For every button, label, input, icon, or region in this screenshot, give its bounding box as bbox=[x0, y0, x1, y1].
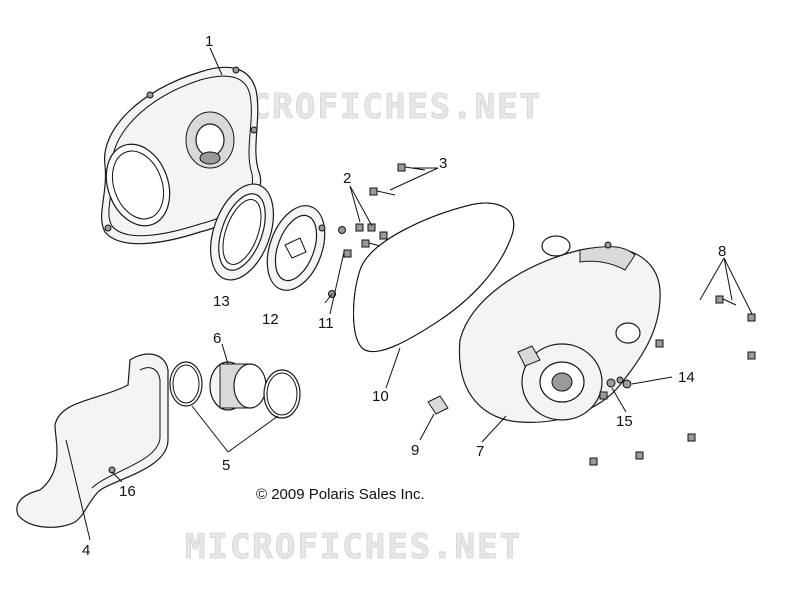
part-14-15-bolts bbox=[589, 378, 696, 466]
watermark-bottom: MICROFICHES.NET bbox=[185, 527, 522, 567]
part-1-inner-clutch-cover bbox=[101, 66, 262, 245]
part-2-3-bolts bbox=[343, 163, 426, 258]
part-8-bolts bbox=[655, 295, 756, 360]
part-9-decal bbox=[427, 395, 449, 415]
part-6-coupler bbox=[209, 361, 267, 411]
part-5-clamps bbox=[169, 361, 301, 419]
watermark-top: MICROFICHES.NET bbox=[205, 87, 542, 127]
callout-3: 3 bbox=[439, 155, 447, 172]
part-4-air-duct bbox=[16, 353, 169, 528]
callout-2: 2 bbox=[343, 170, 351, 187]
callout-15: 15 bbox=[616, 413, 633, 430]
callout-9: 9 bbox=[411, 442, 419, 459]
callout-5: 5 bbox=[222, 457, 230, 474]
callout-10: 10 bbox=[372, 388, 389, 405]
callout-12: 12 bbox=[262, 311, 279, 328]
callout-7: 7 bbox=[476, 443, 484, 460]
callout-13: 13 bbox=[213, 293, 230, 310]
callout-14: 14 bbox=[678, 369, 695, 386]
copyright-text: © 2009 Polaris Sales Inc. bbox=[256, 486, 425, 503]
part-10-drive-belt bbox=[353, 202, 515, 353]
callout-4: 4 bbox=[82, 542, 90, 559]
leader-lines bbox=[65, 47, 753, 541]
callout-1: 1 bbox=[205, 33, 213, 50]
callout-8: 8 bbox=[718, 243, 726, 260]
callout-16: 16 bbox=[119, 483, 136, 500]
part-12-plate bbox=[266, 205, 326, 291]
part-7-outer-clutch-cover bbox=[458, 235, 661, 423]
callout-11: 11 bbox=[318, 315, 334, 332]
callout-6: 6 bbox=[213, 330, 221, 347]
part-13-seal bbox=[210, 183, 274, 281]
